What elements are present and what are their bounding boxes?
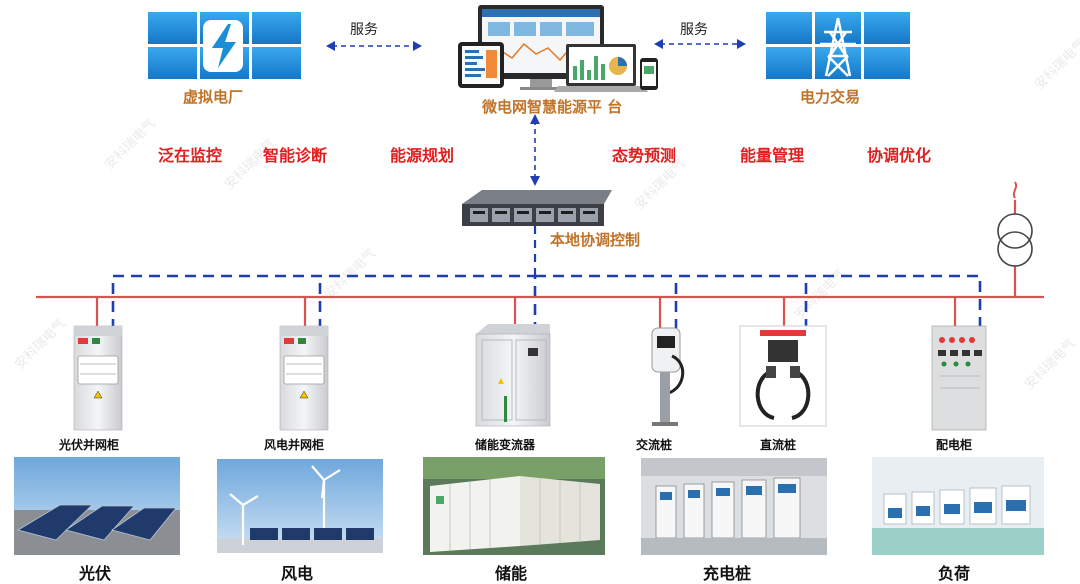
pcs-icon (475, 324, 551, 427)
service-links (332, 43, 740, 47)
device-label-wind-cabinet: 风电并网柜 (264, 438, 325, 452)
svg-text:安科瑞电气: 安科瑞电气 (1032, 36, 1080, 93)
dc-charger-icon (739, 325, 827, 427)
virtual-plant-icon (148, 12, 301, 79)
wind-photo (217, 459, 383, 553)
trading-label: 电力交易 (800, 88, 861, 106)
device-label-pcs: 储能变流器 (475, 438, 536, 452)
function-planning: 能源规划 (390, 146, 455, 165)
service-right-label: 服务 (680, 22, 708, 38)
function-diagnosis: 智能诊断 (263, 146, 328, 165)
platform-devices-icon (458, 5, 658, 92)
distribution-cabinet-icon (931, 325, 987, 431)
source-label-charger: 充电桩 (703, 564, 752, 583)
platform-label: 微电网智慧能源平 台 (482, 98, 623, 116)
source-label-pv: 光伏 (79, 564, 112, 583)
charger-photo (641, 458, 827, 555)
comm-bus (111, 274, 982, 330)
power-trading-icon (766, 12, 910, 79)
power-bus (36, 200, 1044, 330)
virtual-plant-label: 虚拟电厂 (183, 88, 244, 106)
pv-cabinet-icon (73, 325, 123, 431)
device-label-dc-charger: 直流桩 (760, 438, 797, 452)
ac-charger-icon (651, 327, 685, 426)
function-coordination: 协调优化 (867, 146, 932, 165)
svg-text:安科瑞电气: 安科瑞电气 (792, 266, 849, 323)
source-label-wind: 风电 (281, 564, 314, 583)
pv-photo (14, 457, 180, 555)
device-label-distribution-cabinet: 配电柜 (936, 438, 973, 452)
source-label-load: 负荷 (938, 564, 971, 583)
svg-text:安科瑞电气: 安科瑞电气 (12, 316, 69, 373)
function-forecast: 态势预测 (612, 146, 677, 165)
load-photo (872, 457, 1044, 555)
transformer-icon (997, 181, 1033, 267)
device-label-pv-cabinet: 光伏并网柜 (59, 438, 120, 452)
controller-label: 本地协调控制 (550, 231, 641, 249)
platform-controller-link (530, 114, 540, 186)
device-label-ac-charger: 交流桩 (636, 438, 673, 452)
function-monitoring: 泛在监控 (158, 146, 223, 165)
controller-unit-icon (462, 190, 612, 226)
source-label-storage: 储能 (495, 564, 528, 583)
svg-text:安科瑞电气: 安科瑞电气 (1022, 336, 1079, 393)
svg-text:安科瑞电气: 安科瑞电气 (322, 246, 379, 303)
svg-text:安科瑞电气: 安科瑞电气 (102, 116, 159, 173)
storage-photo (423, 457, 605, 555)
service-left-label: 服务 (350, 22, 378, 38)
wind-cabinet-icon (279, 325, 329, 431)
function-energy-management: 能量管理 (740, 146, 805, 165)
